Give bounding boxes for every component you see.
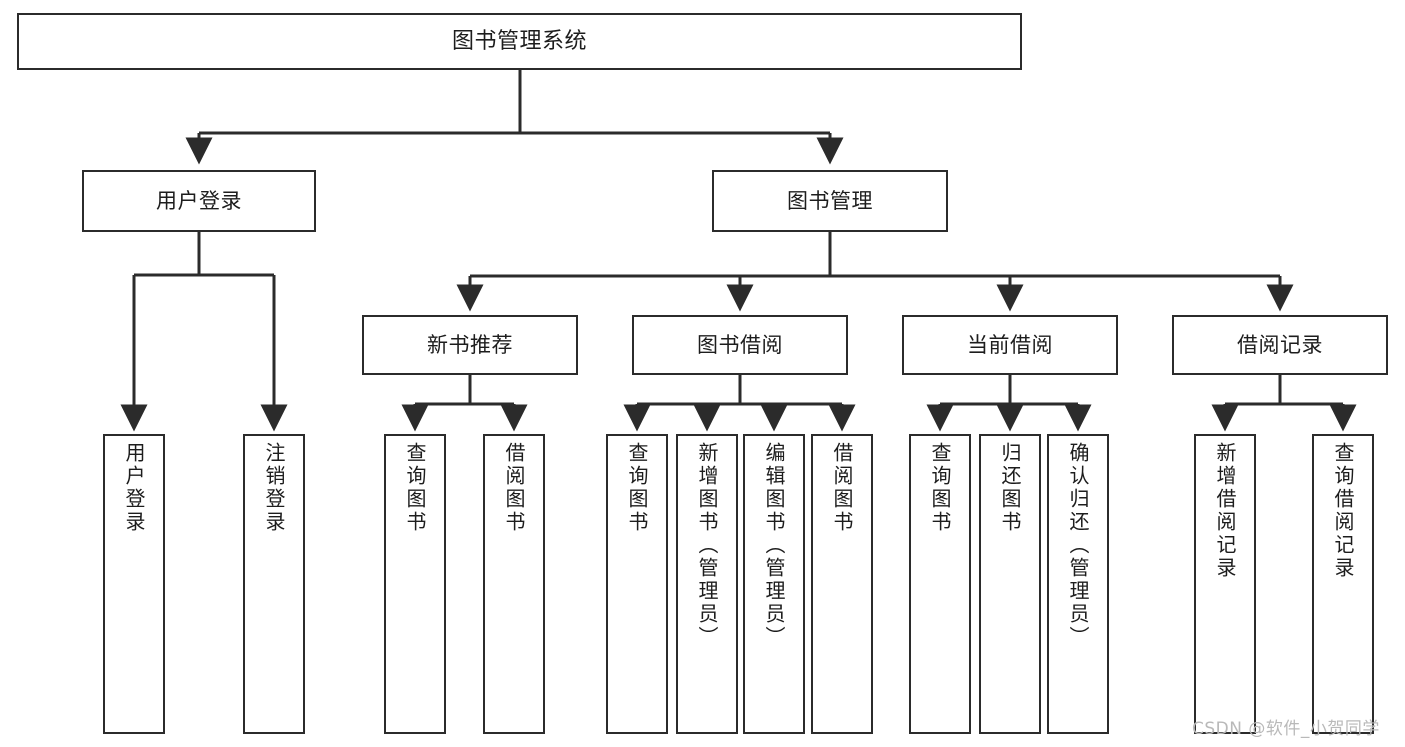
leaf-user-login-logout[interactable]: 注销登录 [243, 434, 305, 734]
node-label: 当前借阅 [967, 332, 1053, 357]
node-current-borrow[interactable]: 当前借阅 [902, 315, 1118, 375]
node-book-borrow[interactable]: 图书借阅 [632, 315, 848, 375]
node-label: 查询图书 [625, 442, 649, 534]
node-label: 查询图书 [928, 442, 952, 534]
node-label: 查询借阅记录 [1331, 442, 1355, 580]
node-label: 确认归还（管理员） [1066, 442, 1090, 649]
node-label: 查询图书 [403, 442, 427, 534]
node-book-management[interactable]: 图书管理 [712, 170, 948, 232]
leaf-new-book-query-book[interactable]: 查询图书 [384, 434, 446, 734]
leaf-book-borrow-add-book[interactable]: 新增图书（管理员） [676, 434, 738, 734]
node-label: 借阅图书 [502, 442, 526, 534]
node-label: 图书管理系统 [451, 28, 587, 54]
leaf-borrow-record-query-record[interactable]: 查询借阅记录 [1312, 434, 1374, 734]
leaf-book-borrow-borrow-book[interactable]: 借阅图书 [811, 434, 873, 734]
leaf-book-borrow-edit-book[interactable]: 编辑图书（管理员） [743, 434, 805, 734]
node-label: 编辑图书（管理员） [762, 442, 786, 649]
node-label: 用户登录 [156, 188, 242, 213]
leaf-current-borrow-query-book[interactable]: 查询图书 [909, 434, 971, 734]
node-label: 注销登录 [262, 442, 286, 534]
node-label: 借阅记录 [1237, 332, 1323, 357]
node-root-system[interactable]: 图书管理系统 [17, 13, 1022, 70]
node-label: 借阅图书 [830, 442, 854, 534]
leaf-user-login-login[interactable]: 用户登录 [103, 434, 165, 734]
csdn-watermark: CSDN @软件_小贺同学 [1192, 719, 1380, 739]
node-label: 新增图书（管理员） [695, 442, 719, 649]
node-new-book-recommend[interactable]: 新书推荐 [362, 315, 578, 375]
leaf-current-borrow-confirm-return[interactable]: 确认归还（管理员） [1047, 434, 1109, 734]
leaf-new-book-borrow-book[interactable]: 借阅图书 [483, 434, 545, 734]
node-label: 新增借阅记录 [1213, 442, 1237, 580]
node-label: 新书推荐 [427, 332, 513, 357]
node-label: 图书借阅 [697, 332, 783, 357]
node-label: 图书管理 [787, 188, 873, 213]
leaf-current-borrow-return-book[interactable]: 归还图书 [979, 434, 1041, 734]
node-label: 归还图书 [998, 442, 1022, 534]
leaf-borrow-record-add-record[interactable]: 新增借阅记录 [1194, 434, 1256, 734]
leaf-book-borrow-query-book[interactable]: 查询图书 [606, 434, 668, 734]
node-user-login[interactable]: 用户登录 [82, 170, 316, 232]
node-borrow-record[interactable]: 借阅记录 [1172, 315, 1388, 375]
node-label: 用户登录 [122, 442, 146, 534]
